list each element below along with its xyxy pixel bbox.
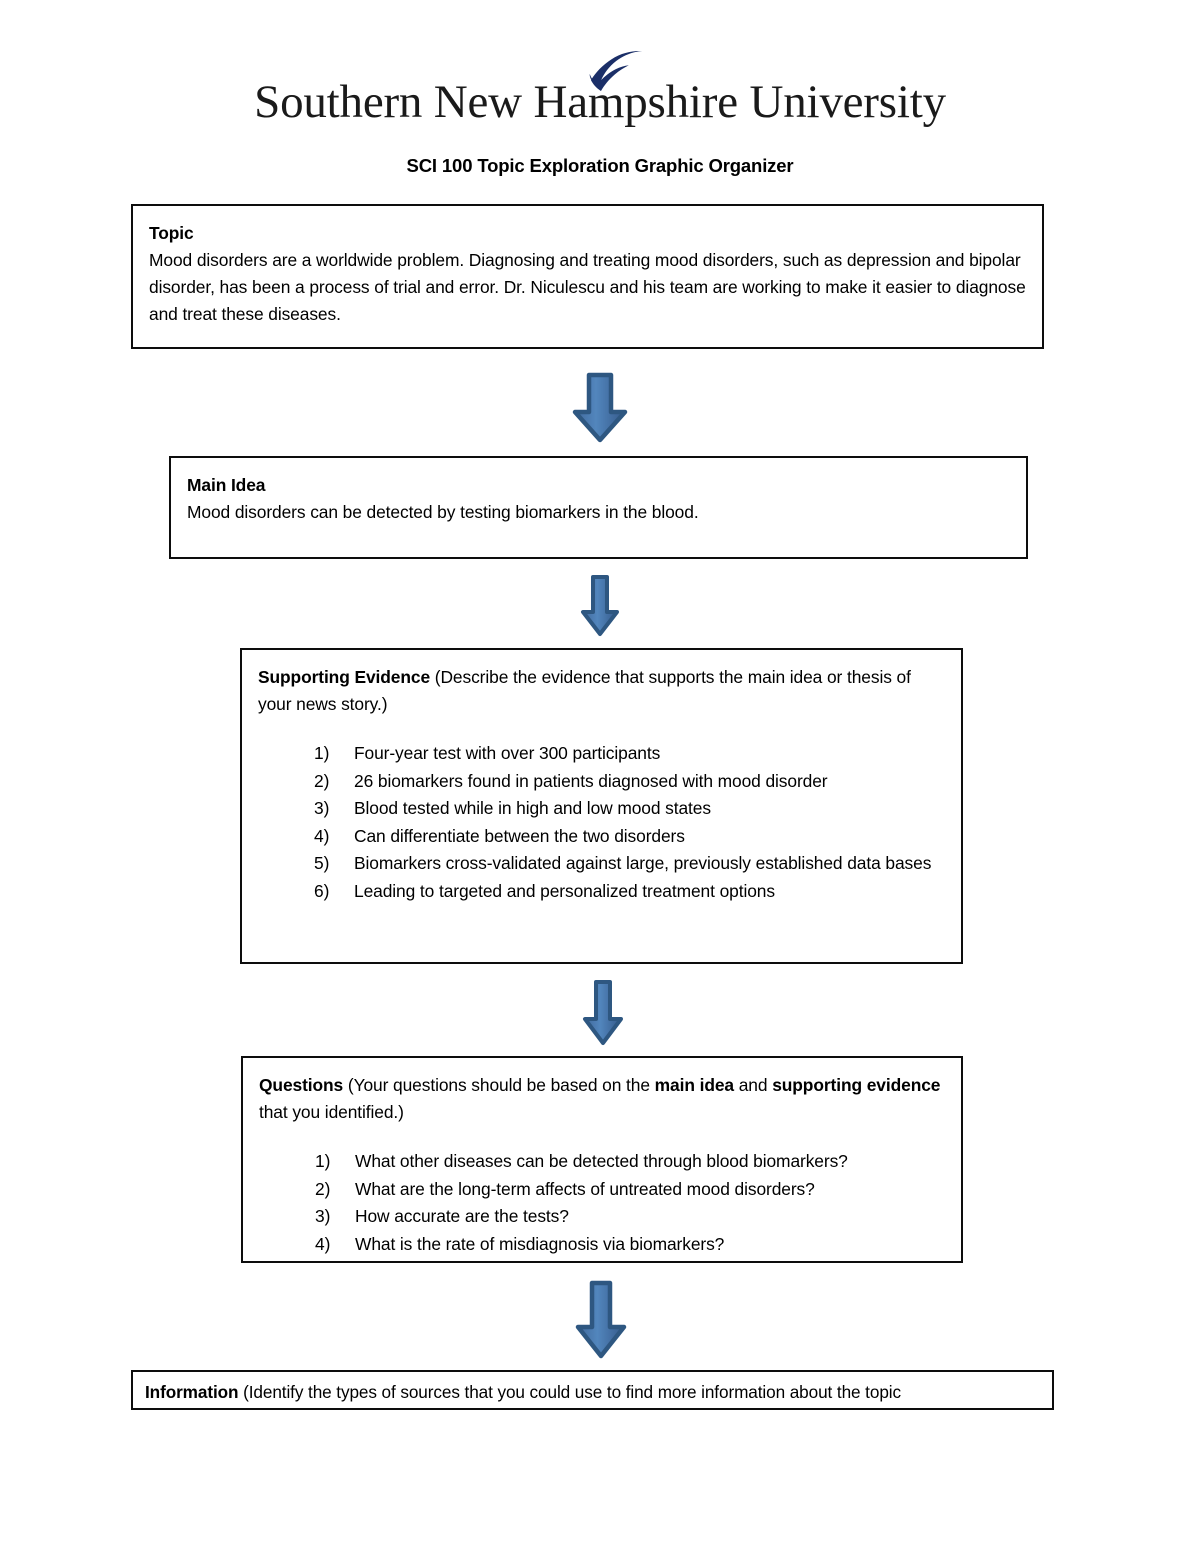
- questions-heading: Questions (Your questions should be base…: [259, 1072, 945, 1126]
- main-idea-label: Main Idea: [187, 475, 266, 495]
- topic-label: Topic: [149, 223, 194, 243]
- information-instruction: (Identify the types of sources that you …: [238, 1382, 901, 1402]
- list-item: Leading to targeted and personalized tre…: [314, 878, 775, 905]
- list-item: How accurate are the tests?: [315, 1203, 569, 1230]
- topic-body: Mood disorders are a worldwide problem. …: [149, 250, 1026, 325]
- university-logo: Southern New Hampshire University: [0, 50, 1200, 128]
- information-box: Information (Identify the types of sourc…: [131, 1370, 1054, 1410]
- list-item: Four-year test with over 300 participant…: [314, 740, 661, 767]
- supporting-evidence-box: Supporting Evidence (Describe the eviden…: [240, 648, 963, 964]
- questions-instruction-part1: (Your questions should be based on the: [343, 1075, 655, 1095]
- list-item: Blood tested while in high and low mood …: [314, 795, 711, 822]
- list-item: What other diseases can be detected thro…: [315, 1148, 848, 1175]
- topic-box: Topic Mood disorders are a worldwide pro…: [131, 204, 1044, 349]
- questions-box: Questions (Your questions should be base…: [241, 1056, 963, 1263]
- questions-instruction-part3: that you identified.): [259, 1102, 404, 1123]
- questions-instruction-bold2: supporting evidence: [772, 1075, 941, 1095]
- list-item: Can differentiate between the two disord…: [314, 823, 685, 850]
- arrow-down-icon: [583, 980, 623, 1045]
- questions-list: What other diseases can be detected thro…: [259, 1148, 945, 1258]
- questions-instruction-bold1: main idea: [654, 1075, 734, 1095]
- supporting-evidence-heading: Supporting Evidence (Describe the eviden…: [258, 664, 945, 718]
- list-item: What is the rate of misdiagnosis via bio…: [315, 1231, 725, 1258]
- arrow-down-icon: [572, 372, 628, 443]
- feather-icon: [589, 50, 643, 91]
- arrow-down-icon: [581, 575, 619, 636]
- list-item: 26 biomarkers found in patients diagnose…: [314, 768, 828, 795]
- list-item: Biomarkers cross-validated against large…: [314, 850, 932, 877]
- supporting-evidence-instruction: (Describe the evidence that supports the…: [258, 667, 911, 715]
- questions-instruction-part2: and: [734, 1075, 773, 1095]
- information-label: Information: [145, 1382, 239, 1402]
- main-idea-box: Main Idea Mood disorders can be detected…: [169, 456, 1028, 559]
- questions-label: Questions: [259, 1075, 344, 1095]
- arrow-down-icon: [575, 1280, 627, 1359]
- information-heading: Information (Identify the types of sourc…: [145, 1379, 1040, 1406]
- supporting-evidence-label: Supporting Evidence: [258, 667, 431, 687]
- main-idea-body: Mood disorders can be detected by testin…: [187, 502, 699, 523]
- supporting-evidence-list: Four-year test with over 300 participant…: [258, 740, 945, 905]
- page-title: SCI 100 Topic Exploration Graphic Organi…: [406, 155, 794, 176]
- list-item: What are the long-term affects of untrea…: [315, 1176, 815, 1203]
- university-wordmark: Southern New Hampshire University: [254, 50, 946, 128]
